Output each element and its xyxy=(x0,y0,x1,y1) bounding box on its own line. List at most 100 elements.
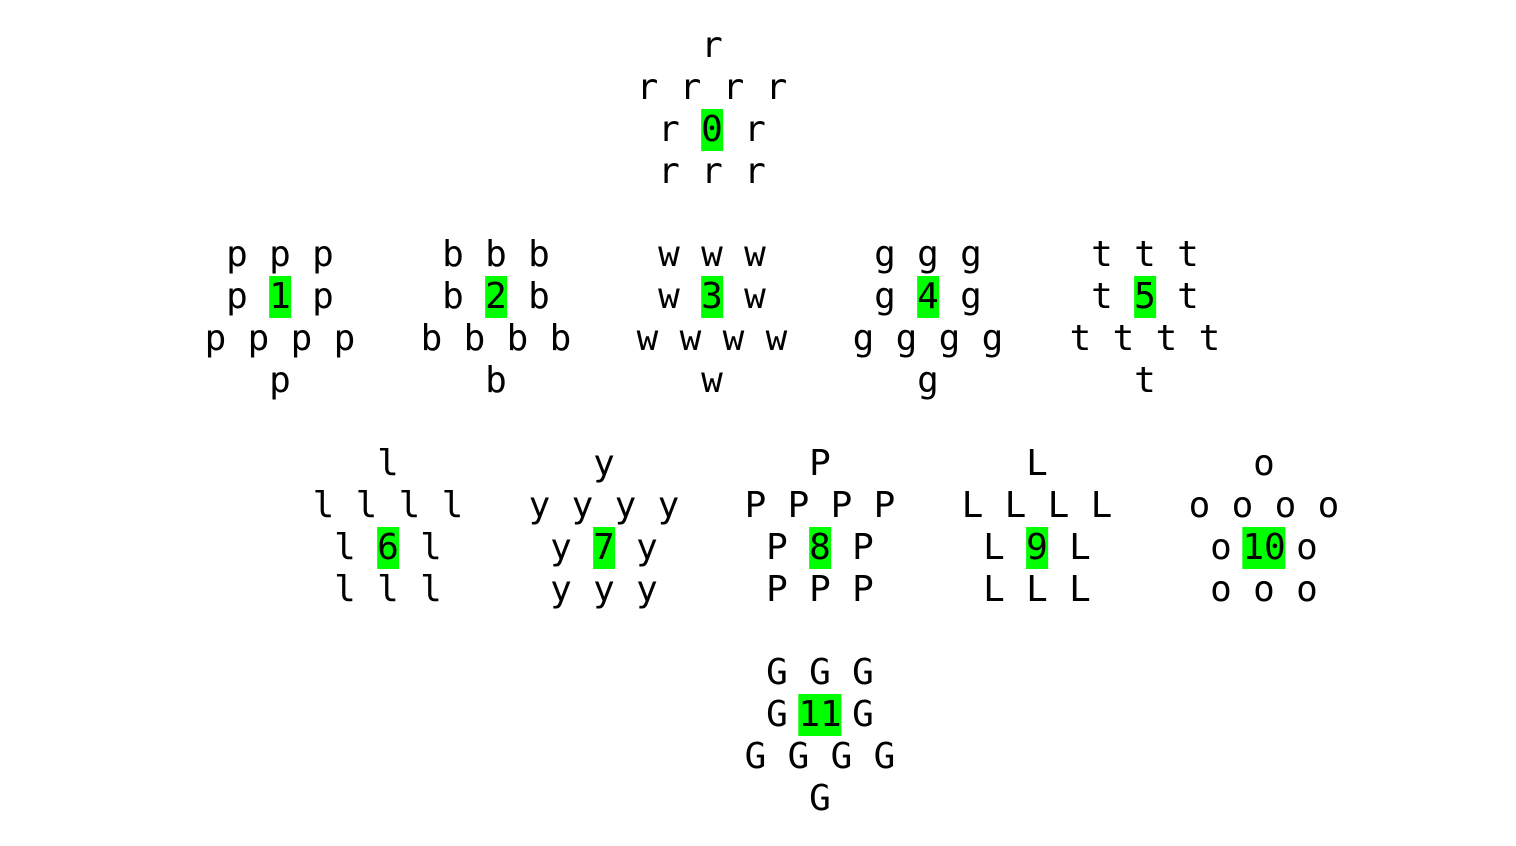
cluster-letter: L xyxy=(1047,485,1070,526)
cluster-letter: b xyxy=(549,318,572,359)
cluster-letter: t xyxy=(1198,318,1221,359)
cluster-letter: l xyxy=(334,569,356,610)
cluster-number-badge: 4 xyxy=(917,276,939,318)
cluster-letter: o xyxy=(1296,569,1318,610)
cluster-letter: P xyxy=(830,485,853,526)
cluster-letter: r xyxy=(701,151,723,192)
cluster-letter: p xyxy=(333,318,356,359)
cluster-letter: y xyxy=(636,527,658,568)
cluster-letter: G xyxy=(766,652,788,693)
cluster-letter: y xyxy=(614,485,637,526)
cluster-letter: L xyxy=(1026,569,1048,610)
cluster-letter: w xyxy=(636,318,659,359)
cluster-letter: G xyxy=(744,736,767,777)
cluster-letter: L xyxy=(1004,485,1027,526)
cluster-letter: g xyxy=(917,360,939,401)
cluster-letter: r xyxy=(658,151,680,192)
cluster-letter: L xyxy=(1090,485,1113,526)
cluster-letter: l xyxy=(355,485,378,526)
cluster-letter: p xyxy=(226,276,248,317)
cluster-letter: b xyxy=(485,234,507,275)
cluster-letter: G xyxy=(852,652,874,693)
cluster-letter: r xyxy=(744,109,766,150)
cluster-letter: g xyxy=(874,276,896,317)
cluster-letter: L xyxy=(1026,443,1048,484)
cluster-number-badge: 11 xyxy=(798,694,842,736)
cluster-letter: p xyxy=(226,234,248,275)
cluster-letter: p xyxy=(312,234,334,275)
cluster-letter: r xyxy=(679,67,702,108)
cluster-letter: b xyxy=(506,318,529,359)
cluster-letter: y xyxy=(528,485,551,526)
cluster-letter: y xyxy=(550,569,572,610)
cluster-letter: P xyxy=(852,527,874,568)
cluster-letter: w xyxy=(744,276,766,317)
cluster-letter: t xyxy=(1134,360,1156,401)
cluster-letter: L xyxy=(983,527,1005,568)
cluster-letter: L xyxy=(1069,527,1091,568)
cluster-letter: y xyxy=(550,527,572,568)
cluster-number-badge: 5 xyxy=(1134,276,1156,318)
cluster-letter: o xyxy=(1210,527,1232,568)
cluster-letter: l xyxy=(398,485,421,526)
cluster-letter: t xyxy=(1177,276,1199,317)
cluster-letter: r xyxy=(701,25,723,66)
cluster-letter: g xyxy=(917,234,939,275)
cluster-letter: w xyxy=(701,360,723,401)
cluster-letter: l xyxy=(420,569,442,610)
cluster-letter: b xyxy=(485,360,507,401)
cluster-letter: G xyxy=(873,736,896,777)
cluster-letter: w xyxy=(701,234,723,275)
cluster-letter: P xyxy=(852,569,874,610)
cluster-letter: w xyxy=(765,318,788,359)
cluster-letter: o xyxy=(1296,527,1318,568)
cluster-letter: w xyxy=(744,234,766,275)
cluster-letter: t xyxy=(1112,318,1135,359)
cluster-letter: w xyxy=(658,276,680,317)
cluster-letter: o xyxy=(1253,443,1275,484)
cluster-letter: g xyxy=(852,318,875,359)
cluster-letter: p xyxy=(269,360,291,401)
cluster-letter: G xyxy=(852,694,874,735)
cluster-letter: o xyxy=(1188,485,1211,526)
cluster-number-badge: 6 xyxy=(377,527,399,569)
cluster-letter: o xyxy=(1253,569,1275,610)
cluster-letter: L xyxy=(1069,569,1091,610)
cluster-letter: l xyxy=(377,443,399,484)
cluster-letter: w xyxy=(658,234,680,275)
cluster-letter: b xyxy=(528,234,550,275)
cluster-letter: b xyxy=(442,276,464,317)
cluster-letter: P xyxy=(787,485,810,526)
cluster-letter: b xyxy=(463,318,486,359)
cluster-letter: r xyxy=(744,151,766,192)
cluster-letter: t xyxy=(1069,318,1092,359)
cluster-number-badge: 0 xyxy=(701,109,723,151)
cluster-number-badge: 7 xyxy=(593,527,615,569)
cluster-number-badge: 3 xyxy=(701,276,723,318)
cluster-letter: l xyxy=(377,569,399,610)
cluster-letter: b xyxy=(420,318,443,359)
cluster-letter: L xyxy=(961,485,984,526)
cluster-letter: p xyxy=(247,318,270,359)
cluster-letter: G xyxy=(809,778,831,819)
cluster-letter: y xyxy=(636,569,658,610)
cluster-letter: P xyxy=(766,569,788,610)
cluster-letter: o xyxy=(1210,569,1232,610)
cluster-number-badge: 10 xyxy=(1242,527,1286,569)
cluster-letter: o xyxy=(1317,485,1340,526)
cluster-letter: b xyxy=(442,234,464,275)
cluster-letter: r xyxy=(722,67,745,108)
cluster-letter: g xyxy=(874,234,896,275)
cluster-letter: y xyxy=(657,485,680,526)
cluster-letter: l xyxy=(334,527,356,568)
cluster-number-badge: 9 xyxy=(1026,527,1048,569)
cluster-letter: p xyxy=(269,234,291,275)
cluster-letter: g xyxy=(895,318,918,359)
cluster-letter: G xyxy=(787,736,810,777)
cluster-letter: r xyxy=(765,67,788,108)
cluster-letter: G xyxy=(809,652,831,693)
cluster-letter: t xyxy=(1091,234,1113,275)
cluster-letter: P xyxy=(744,485,767,526)
cluster-letter: r xyxy=(658,109,680,150)
cluster-letter: o xyxy=(1231,485,1254,526)
